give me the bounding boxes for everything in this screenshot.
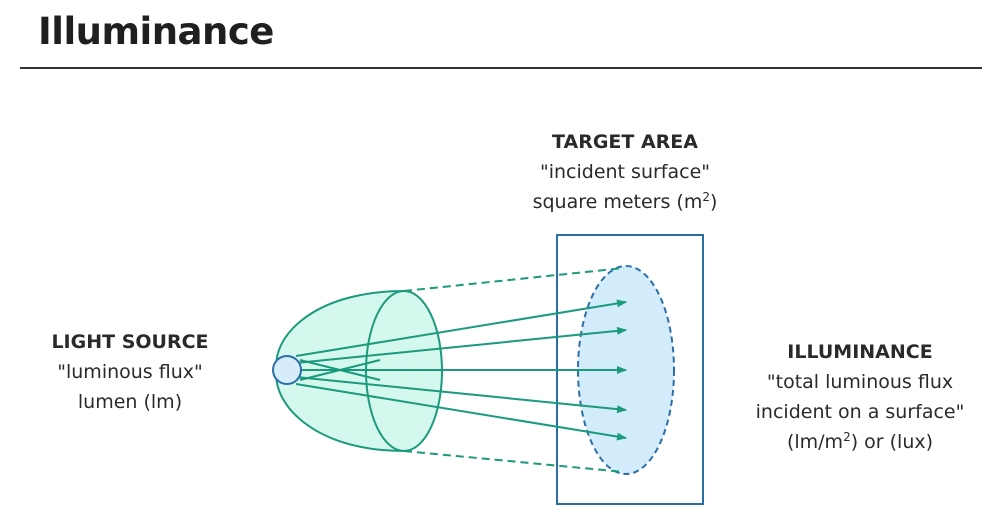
light-source-line1: "luminous flux"	[57, 361, 203, 383]
ray	[295, 326, 627, 364]
projection-line-bottom	[403, 450, 625, 473]
illuminance-heading: ILLUMINANCE	[787, 341, 933, 363]
target-area-label: TARGET AREA "incident surface" square me…	[500, 127, 750, 217]
illuminance-label: ILLUMINANCE "total luminous flux inciden…	[725, 337, 995, 457]
ray	[299, 359, 381, 381]
light-source-circle	[272, 355, 302, 385]
target-area-unit-exponent: 2	[702, 190, 710, 204]
target-area-heading: TARGET AREA	[552, 131, 698, 153]
illuminance-unit-exponent: 2	[843, 430, 851, 444]
projection-line-top	[403, 267, 625, 292]
illuminance-line1: "total luminous flux	[766, 371, 954, 393]
ray	[295, 299, 627, 357]
title-underline	[20, 67, 982, 69]
target-area-unit-close: )	[710, 191, 718, 213]
illuminance-line2: incident on a surface"	[755, 401, 965, 423]
ray	[295, 383, 627, 441]
target-area-unit: square meters (m	[532, 191, 703, 213]
page-title: Illuminance	[38, 10, 274, 53]
target-area-line2: square meters (m2)	[500, 187, 750, 217]
light-rays	[295, 299, 627, 441]
light-source-line2: lumen (lm)	[77, 391, 183, 413]
illuminance-unit-close: ) or (lux)	[850, 431, 934, 453]
ray	[295, 376, 627, 414]
illuminance-unit: (lm/m	[786, 431, 844, 453]
light-source-heading: LIGHT SOURCE	[51, 331, 209, 353]
illuminance-line3: (lm/m2) or (lux)	[725, 427, 995, 457]
light-source-label: LIGHT SOURCE "luminous flux" lumen (lm)	[20, 327, 240, 417]
target-area-line1: "incident surface"	[539, 161, 711, 183]
